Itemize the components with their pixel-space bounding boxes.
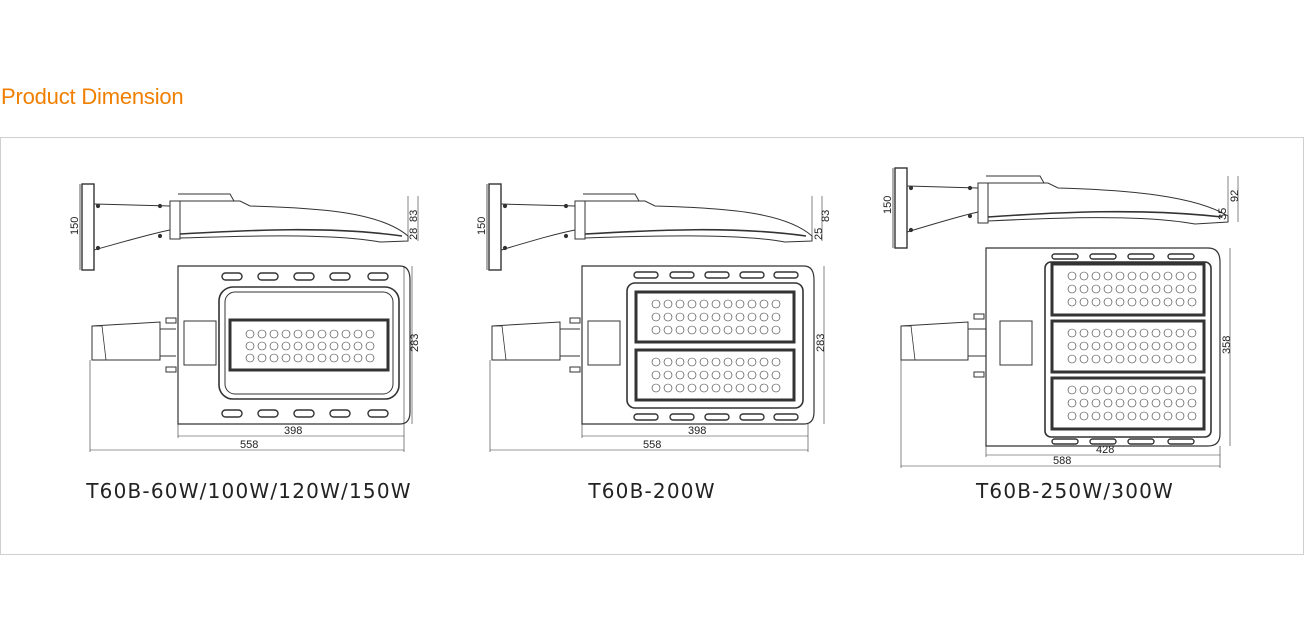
model-3-side-view bbox=[892, 167, 1239, 249]
model-3-dim-top-height: 358 bbox=[1221, 336, 1233, 354]
model-3-dim-side-height: 150 bbox=[882, 196, 894, 214]
model-1-side-view bbox=[79, 183, 419, 271]
model-2-dim-side-b: 25 bbox=[813, 228, 825, 240]
model-2-dim-total-length: 558 bbox=[643, 439, 661, 451]
model-3-drawing bbox=[892, 167, 1239, 468]
model-1-dim-total-length: 558 bbox=[240, 439, 258, 451]
model-3-dim-side-a: 92 bbox=[1229, 190, 1241, 202]
model-2-dim-top-height: 283 bbox=[815, 334, 827, 352]
model-3-dim-body-width: 428 bbox=[1096, 444, 1114, 456]
model-1-dim-side-height: 150 bbox=[69, 217, 81, 235]
model-1-dim-top-height: 283 bbox=[409, 334, 421, 352]
model-2-dim-side-a: 83 bbox=[820, 210, 832, 222]
model-1-drawing bbox=[79, 183, 419, 452]
model-2-caption: T60B-200W bbox=[588, 479, 716, 503]
model-1-dim-side-a: 83 bbox=[408, 210, 420, 222]
model-2-dim-body-width: 398 bbox=[688, 425, 706, 437]
model-2-side-view bbox=[486, 183, 823, 271]
model-2-top-view bbox=[489, 265, 825, 452]
model-3-caption: T60B-250W/300W bbox=[975, 479, 1175, 503]
model-1-dim-side-b: 28 bbox=[408, 228, 420, 240]
model-3-top-view bbox=[900, 247, 1231, 468]
model-2-drawing bbox=[486, 183, 825, 452]
model-1-dim-body-width: 398 bbox=[284, 425, 302, 437]
diagram-frame bbox=[0, 137, 1304, 555]
model-3-dim-total-length: 588 bbox=[1053, 455, 1071, 467]
model-3-dim-side-b: 35 bbox=[1217, 208, 1229, 220]
model-2-dim-side-height: 150 bbox=[476, 217, 488, 235]
model-1-caption: T60B-60W/100W/120W/150W bbox=[86, 479, 412, 503]
section-title: Product Dimension bbox=[1, 84, 184, 109]
model-1-top-view bbox=[89, 265, 413, 452]
